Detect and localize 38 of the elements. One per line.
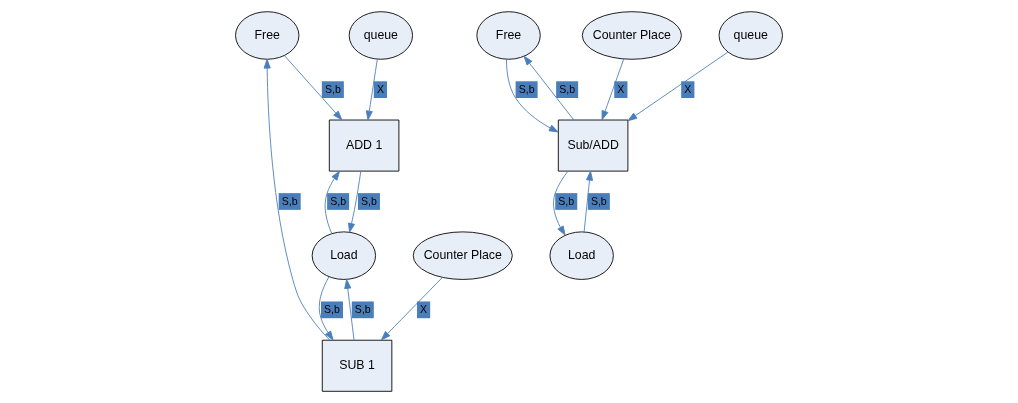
edge-label: S,b — [559, 82, 576, 95]
node-ellipse: Counter Place — [581, 11, 682, 60]
edge-label: X — [617, 82, 625, 95]
edge-label: S,b — [324, 303, 340, 315]
arrow — [263, 58, 331, 341]
arrow — [506, 58, 559, 133]
edge-label: X — [684, 82, 692, 95]
node-box: Sub/ADD — [557, 119, 629, 172]
node-box: ADD 1 — [328, 119, 400, 172]
arrow — [553, 170, 569, 236]
edge-label: S,b — [590, 194, 607, 207]
edge-label: X — [420, 303, 428, 315]
arrow — [381, 277, 443, 341]
arrow — [627, 51, 729, 122]
node-ellipse: queue — [348, 11, 413, 60]
edge-label: S,b — [361, 194, 377, 207]
arrow — [324, 170, 340, 234]
arrow — [318, 276, 334, 341]
node-ellipse: queue — [718, 11, 783, 60]
node-ellipse: Load — [549, 231, 614, 280]
edge-label: S,b — [281, 194, 298, 207]
edge-label: S,b — [330, 194, 347, 207]
arrow — [365, 58, 378, 121]
node-box: SUB 1 — [321, 339, 393, 392]
node-ellipse: Counter Place — [412, 231, 513, 280]
edge-label: S,b — [558, 194, 575, 207]
node-ellipse: Free — [235, 11, 300, 60]
edge-label: S,b — [324, 82, 341, 95]
node-ellipse: Load — [311, 231, 376, 280]
edge-label: X — [376, 82, 384, 95]
node-ellipse: Free — [476, 11, 541, 60]
edge-label: S,b — [518, 82, 535, 95]
arrow — [344, 279, 355, 341]
arrow — [601, 58, 625, 121]
arrow — [583, 170, 594, 233]
arrow — [523, 55, 575, 121]
edge-label: S,b — [354, 303, 371, 315]
arrow — [348, 170, 362, 233]
